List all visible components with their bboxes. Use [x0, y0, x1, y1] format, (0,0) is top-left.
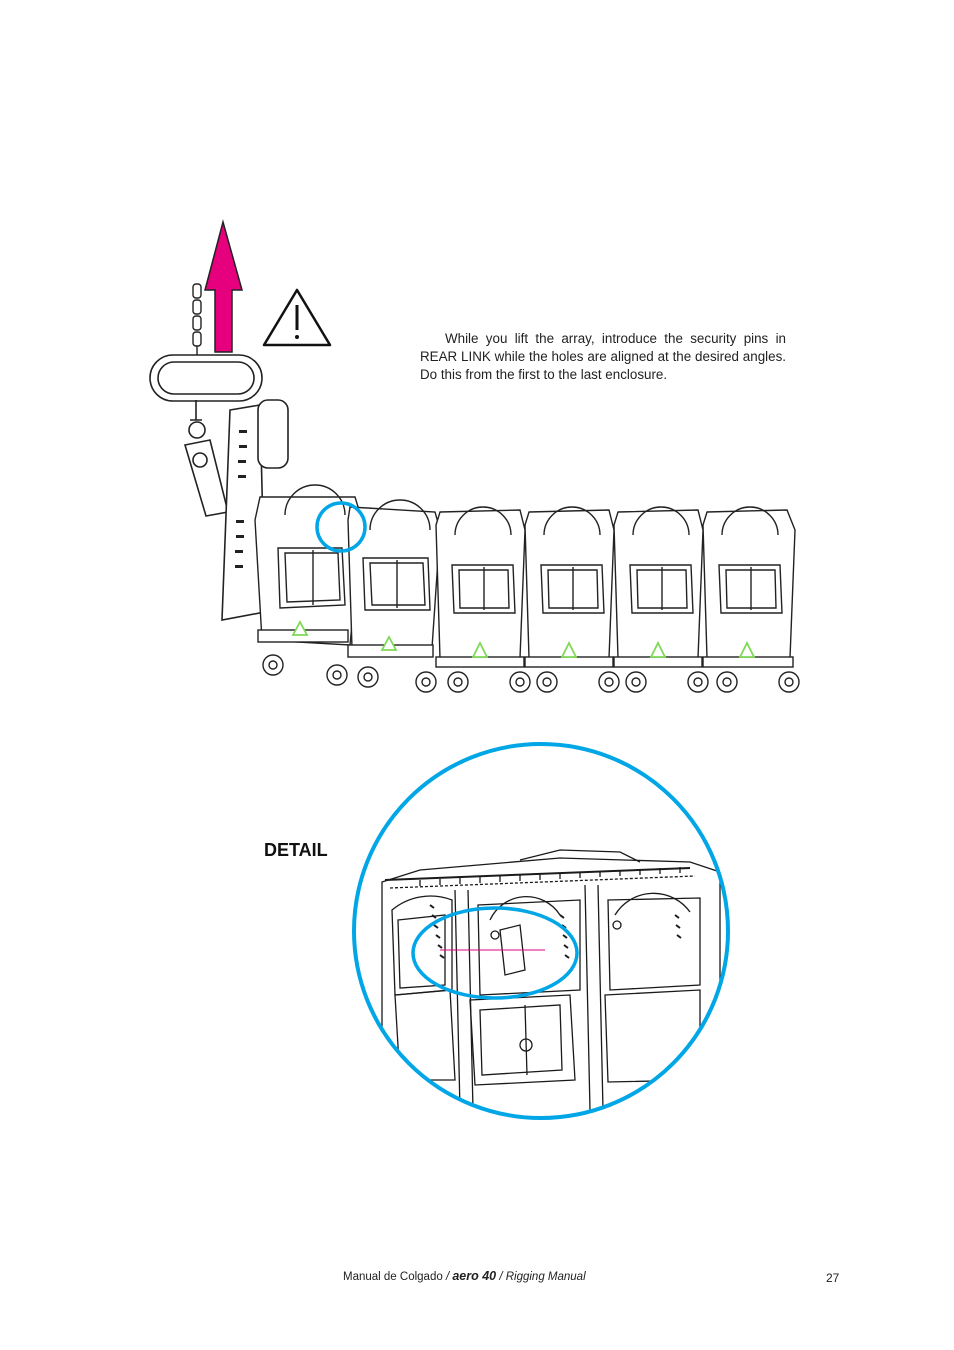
footer-brand: aero 40 [452, 1269, 497, 1283]
instruction-text: While you lift the array, introduce the … [420, 331, 786, 382]
enclosure-2 [347, 499, 441, 693]
footer-rigging-manual: Rigging Manual [505, 1271, 586, 1283]
enclosure-3 [435, 506, 531, 693]
enclosure-4 [524, 506, 620, 693]
enclosure-1 [254, 484, 363, 686]
rear-link-highlight [315, 501, 367, 553]
fly-bar [221, 399, 289, 621]
footer: Manual de Colgado / aero 40 / Rigging Ma… [343, 1269, 586, 1283]
footer-separator: / [496, 1271, 506, 1283]
detail-label: DETAIL [264, 840, 328, 860]
hoist-chain [192, 283, 202, 360]
footer-manual-title: Manual de Colgado [343, 1271, 443, 1283]
warning-triangle-icon [262, 288, 332, 347]
enclosure-5 [613, 506, 709, 693]
detail-view [352, 742, 730, 1120]
page-number: 27 [826, 1271, 840, 1285]
footer-separator: / [442, 1271, 453, 1283]
lifting-shackle [149, 354, 263, 517]
enclosure-array [254, 484, 800, 693]
lift-arrow-icon [204, 219, 243, 353]
enclosure-6 [702, 506, 800, 693]
